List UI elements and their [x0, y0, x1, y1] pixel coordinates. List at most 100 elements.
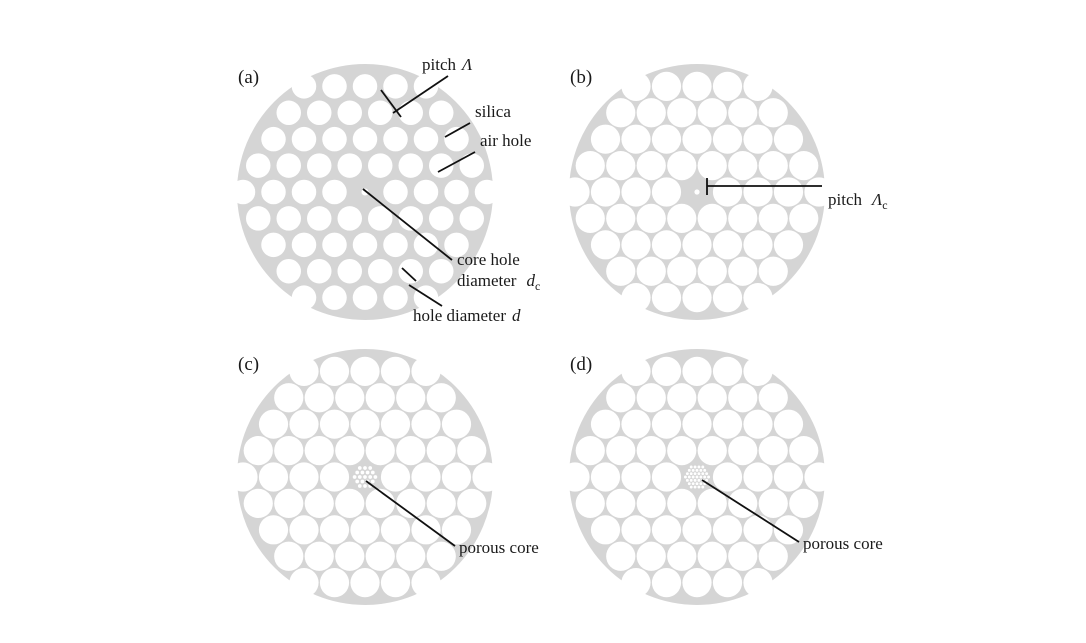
- air-hole: [575, 203, 605, 234]
- core-pore: [699, 468, 703, 472]
- air-hole: [590, 124, 621, 154]
- air-hole: [319, 515, 350, 545]
- core-pore: [697, 478, 701, 482]
- air-hole: [651, 177, 682, 207]
- air-hole: [319, 462, 350, 492]
- air-hole: [291, 74, 317, 99]
- air-hole: [728, 435, 758, 466]
- air-hole: [411, 515, 441, 545]
- core-pore: [703, 468, 707, 472]
- core-pore: [370, 479, 375, 484]
- air-hole: [243, 488, 273, 519]
- air-hole: [274, 435, 304, 466]
- air-hole: [337, 100, 362, 126]
- air-hole: [606, 150, 636, 181]
- hole-diameter-tick-mark: [401, 267, 417, 282]
- core-pore: [370, 470, 375, 475]
- air-hole: [291, 232, 317, 258]
- air-hole: [258, 515, 289, 545]
- core-pore: [368, 475, 373, 479]
- air-hole: [804, 462, 834, 492]
- air-hole: [697, 150, 727, 181]
- air-hole: [789, 150, 819, 181]
- air-hole: [304, 541, 334, 571]
- air-hole: [429, 153, 454, 178]
- air-hole: [667, 383, 697, 413]
- air-hole: [651, 356, 682, 386]
- air-hole: [743, 515, 773, 545]
- core-pore: [701, 472, 705, 476]
- air-hole: [444, 179, 469, 205]
- core-pore: [691, 475, 695, 479]
- core-pore: [701, 465, 705, 469]
- air-hole: [307, 258, 332, 284]
- air-hole: [682, 356, 712, 386]
- label-core-hole-subscript: c: [535, 279, 540, 293]
- air-hole: [789, 488, 819, 519]
- leader-pitch: [392, 75, 449, 114]
- air-hole: [274, 541, 304, 571]
- label-pitch-core-subscript: c: [882, 198, 887, 212]
- air-hole: [335, 435, 365, 466]
- air-hole: [350, 409, 380, 439]
- core-pore: [365, 470, 370, 475]
- label-air-hole: air hole: [480, 131, 531, 150]
- air-hole: [291, 285, 317, 310]
- core-pore: [693, 472, 697, 476]
- air-hole: [636, 150, 666, 181]
- air-hole: [651, 283, 682, 313]
- air-hole: [667, 541, 697, 571]
- core-pore: [687, 468, 691, 472]
- air-hole: [411, 568, 441, 598]
- panel-label-d: (d): [570, 354, 592, 375]
- air-hole: [651, 71, 682, 101]
- air-hole: [682, 283, 712, 313]
- air-hole: [773, 409, 804, 439]
- air-hole: [261, 232, 286, 258]
- air-hole: [426, 541, 456, 571]
- air-hole: [398, 206, 423, 231]
- core-pore: [357, 466, 362, 470]
- panel-b: [560, 64, 834, 320]
- air-hole: [682, 515, 712, 545]
- air-hole: [322, 285, 347, 310]
- air-hole: [606, 435, 636, 466]
- air-hole: [682, 124, 712, 154]
- air-hole: [322, 179, 347, 205]
- air-hole: [429, 206, 454, 231]
- leader-porous-core-d: [701, 479, 800, 543]
- air-hole: [457, 435, 487, 466]
- air-hole: [590, 409, 621, 439]
- air-hole: [289, 515, 319, 545]
- label-hole-diameter-word: hole diameter: [413, 306, 506, 325]
- core-pore: [683, 475, 687, 479]
- air-hole: [383, 232, 408, 258]
- air-hole: [307, 206, 332, 231]
- core-pore: [357, 475, 362, 479]
- panel-d: [560, 349, 834, 605]
- air-hole: [426, 383, 456, 413]
- air-hole: [606, 541, 636, 571]
- air-hole: [246, 206, 271, 231]
- air-hole: [636, 203, 666, 234]
- air-hole: [230, 179, 256, 205]
- air-hole: [789, 435, 819, 466]
- core-pore: [360, 479, 365, 484]
- air-hole: [560, 462, 590, 492]
- core-pore: [697, 472, 701, 476]
- air-hole: [575, 488, 605, 519]
- air-hole: [773, 177, 804, 207]
- air-hole: [322, 74, 347, 99]
- air-hole: [667, 98, 697, 128]
- air-hole: [276, 258, 301, 284]
- core-pore: [368, 466, 373, 470]
- air-hole: [291, 179, 317, 205]
- core-pore: [363, 484, 367, 488]
- air-hole: [560, 177, 590, 207]
- air-hole: [758, 435, 788, 466]
- label-silica: silica: [475, 102, 511, 121]
- air-hole: [426, 488, 456, 519]
- air-hole: [307, 153, 332, 178]
- air-hole: [697, 98, 727, 128]
